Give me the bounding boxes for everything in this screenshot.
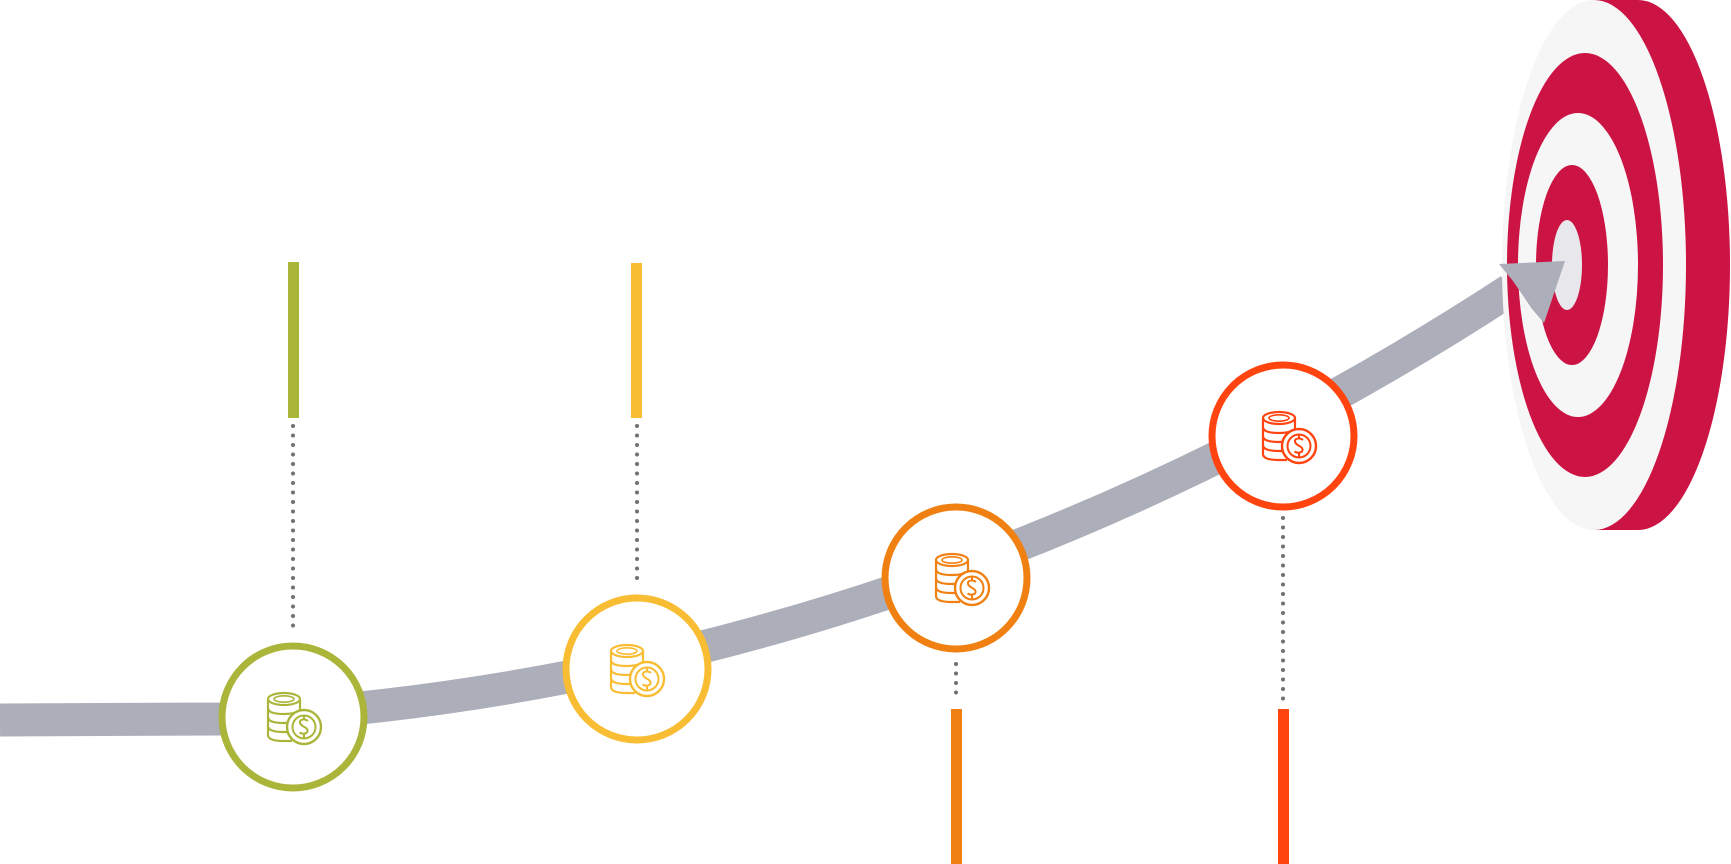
milestone-1-bar bbox=[288, 262, 299, 418]
milestone-4-bar bbox=[1278, 709, 1289, 864]
arrow-head-icon bbox=[1499, 261, 1565, 323]
milestone-3-bar bbox=[951, 709, 962, 864]
milestone-3-circle bbox=[881, 503, 1031, 653]
milestone-3 bbox=[881, 503, 1031, 864]
milestone-2-bar bbox=[631, 263, 642, 418]
target-icon bbox=[1502, 0, 1730, 530]
milestone-1 bbox=[218, 262, 368, 792]
milestone-2 bbox=[562, 263, 712, 744]
milestone-4-circle bbox=[1208, 361, 1358, 511]
milestone-4 bbox=[1208, 361, 1358, 864]
